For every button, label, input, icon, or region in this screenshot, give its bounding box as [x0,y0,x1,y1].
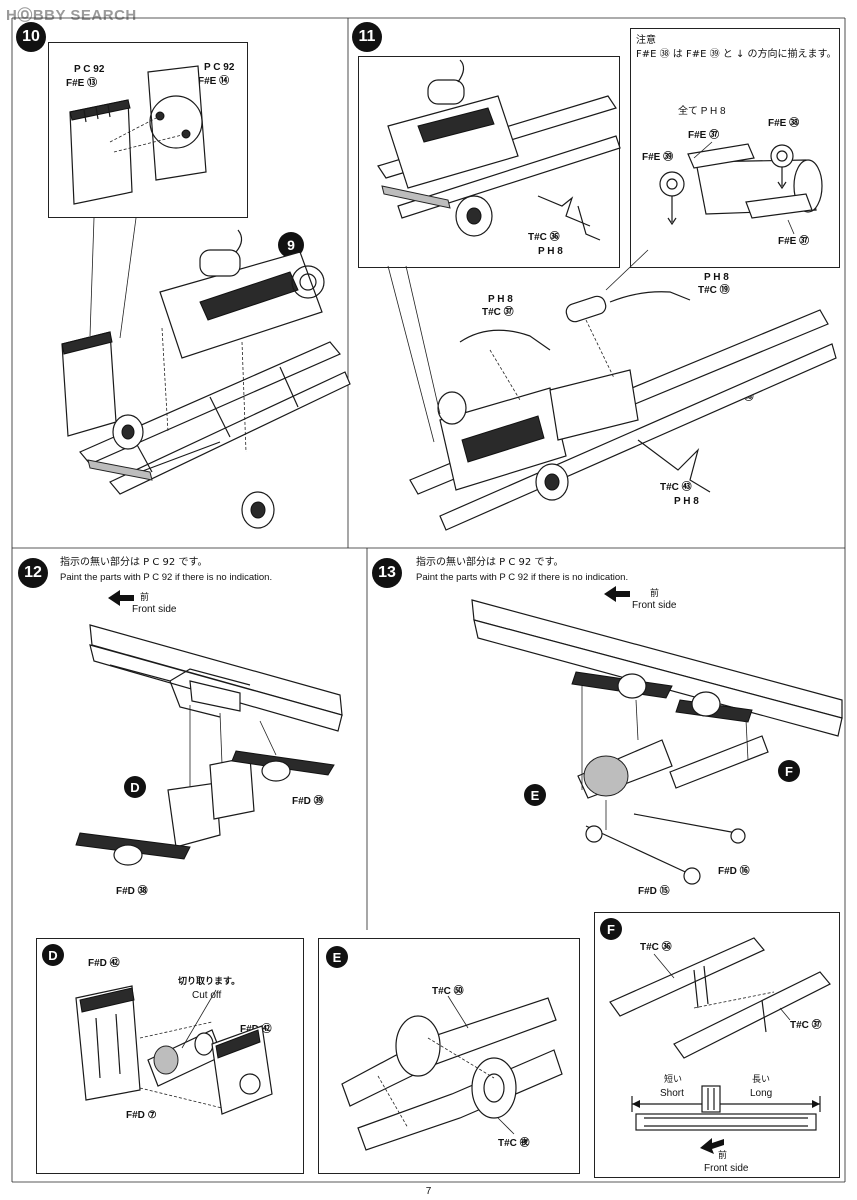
step-12-note-en: Paint the parts with P C 92 if there is … [60,572,273,583]
step-10-label-pc92-a: P C 92 [74,64,105,75]
step-11-inset-drawing [377,59,621,241]
step-13-sub-f: F [778,760,800,782]
step-10-label-fe13: F#E ⑬ [66,78,98,89]
detail-f-label-tc57: T#C ㊲ [790,1020,822,1031]
step-11-label-fe32-bot: F#E ㊲ [778,236,810,247]
step-11-label-ph8-c: P H 8 [488,294,513,305]
step-13-rear-axle-drawing [471,599,843,885]
step-10-label-fe14: F#E ⑭ [198,76,230,87]
step-11-label-tc44: T#C ㊱ [528,232,560,243]
detail-f-front-arrow-icon [700,1138,724,1154]
step-11-label-tc43: T#C ㊸ [660,482,692,493]
step-12-number: 12 [18,558,48,588]
step-10-inset-drawing [69,65,207,205]
detail-f-long-jp: 長い [752,1075,771,1085]
step-11-note-leader [605,249,649,291]
detail-d-cut-en: Cut off [192,990,222,1001]
detail-f-measure-drawing [631,1085,821,1131]
detail-f-long-en: Long [750,1088,773,1099]
step-13-label-fd16: F#D ⑯ [718,866,750,877]
step-11-note-title: 注意 [636,35,656,46]
step-11-muffler-drawing [659,141,823,235]
detail-f-front-jp: 前 [718,1151,728,1161]
step-12-label-fd38: F#D ㊳ [116,886,148,897]
step-11-inset-leaders [387,265,441,443]
watermark: HⓄBBY SEARCH [6,7,137,24]
page-number: 7 [425,1186,432,1197]
detail-d-letter: D [42,944,64,966]
step-10-chassis-drawing [61,229,351,529]
step-12-sub-d: D [124,776,146,798]
step-12-front-arrow-icon [108,590,134,606]
detail-d-drawing [75,985,273,1115]
step-11-number: 11 [352,22,382,52]
step-10-leader-lines [89,217,137,339]
detail-f-label-tc56: T#C ㊱ [640,942,672,953]
detail-e-letter: E [326,946,348,968]
step-12-front-jp: 前 [140,593,150,603]
step-11-label-tc19: T#C ⑲ [698,285,730,296]
step-12-front-en: Front side [132,604,177,615]
detail-f-short-jp: 短い [664,1075,683,1085]
step-13-front-jp: 前 [650,589,660,599]
step-13-label-fd15: F#D ⑮ [638,886,670,897]
step-11-label-fe33: F#E ㊳ [768,118,800,129]
step-13-note-jp: 指示の無い部分は P C 92 です。 [416,557,564,568]
detail-d-cut-jp: 切り取ります。 [178,977,241,987]
detail-f-drawing [609,937,831,1059]
step-11-label-all-ph8: 全て P H 8 [678,106,726,117]
step-13-note-en: Paint the parts with P C 92 if there is … [416,572,629,583]
step-11-note-text: F#E ㊳ は F#E ㊴ と ↓ の方向に揃えます。 [636,49,837,60]
detail-d-label-fd42-a: F#D ㊷ [88,958,120,969]
step-13-sub-e: E [524,784,546,806]
detail-f-letter: F [600,918,622,940]
step-10-number: 10 [16,22,46,52]
detail-d-label-fd7: F#D ⑦ [126,1110,157,1121]
step-13-number: 13 [372,558,402,588]
detail-f-front-en: Front side [704,1163,749,1174]
step-11-label-fe34: F#E ㊴ [642,152,674,163]
step-11-label-ph8-b: P H 8 [704,272,729,283]
step-11-label-fe32-top: F#E ㊲ [688,130,720,141]
step-11-label-ph8-a: P H 8 [538,246,563,257]
step-12-note-jp: 指示の無い部分は P C 92 です。 [60,557,208,568]
step-12-label-fd39: F#D ㊴ [292,796,324,807]
step-13-front-arrow-icon [604,586,630,602]
detail-f-short-en: Short [660,1088,684,1099]
step-11-label-ph8-d: P H 8 [674,496,699,507]
step-11-label-tc37: T#C ㊲ [482,307,514,318]
detail-e-label-tc54: T#C ㊿ [432,986,464,997]
step-10-label-pc92-b: P C 92 [204,62,235,73]
step-12-rear-frame-drawing [75,624,343,866]
detail-e-label-tc55: T#C ㊰ [498,1138,530,1149]
step-11-chassis-drawing [409,291,837,531]
step-13-front-en: Front side [632,600,677,611]
detail-e-drawing [341,995,563,1151]
